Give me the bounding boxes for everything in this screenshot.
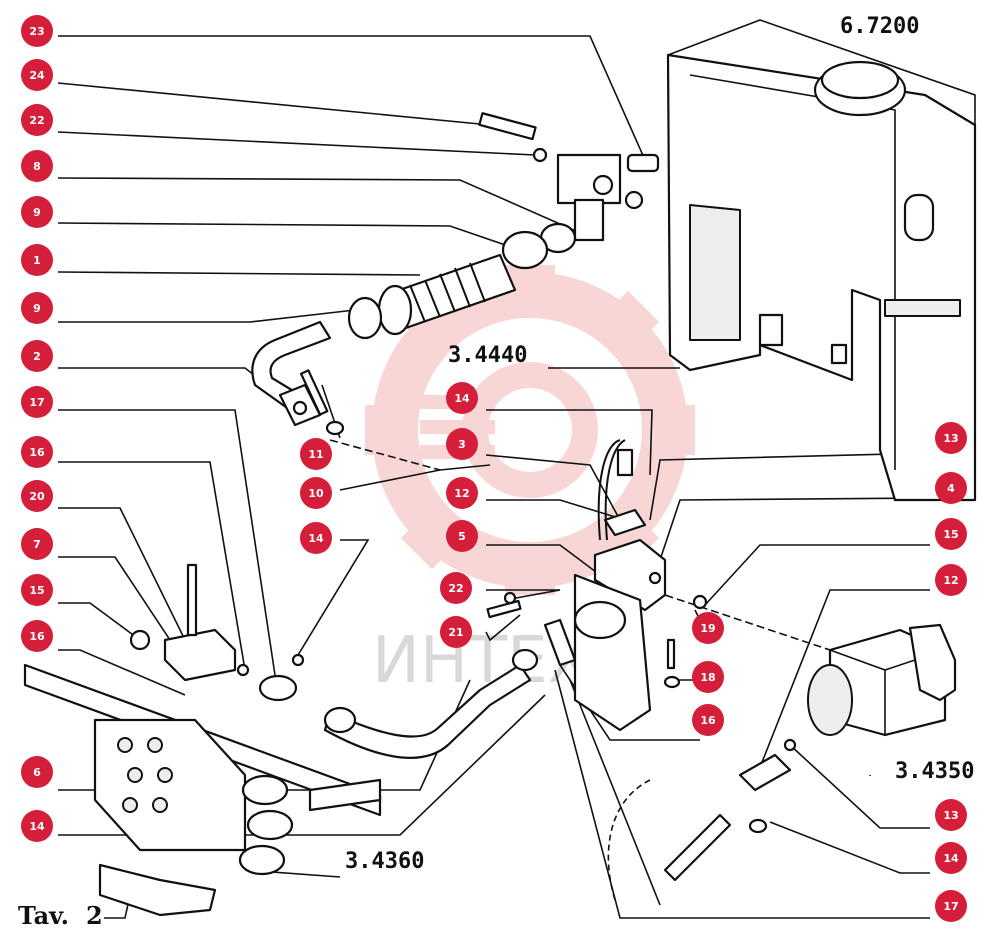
- callout-circle: [446, 428, 478, 460]
- callout-circle: [935, 422, 967, 454]
- table-caption: Tav. 2: [18, 901, 103, 930]
- callout-circle: [21, 196, 53, 228]
- callout-number: 19: [700, 622, 715, 635]
- callout-number: 6: [33, 766, 41, 779]
- hose-1: [347, 253, 517, 340]
- callout-circle: [21, 528, 53, 560]
- small-block-7: [129, 563, 305, 702]
- callout-number: 1: [33, 254, 41, 267]
- callout-circle: [692, 704, 724, 736]
- callout-number: 9: [33, 206, 41, 219]
- callout-circle: [21, 150, 53, 182]
- callout-circle: [21, 292, 53, 324]
- ref-6-7200: 6.7200: [840, 14, 919, 39]
- callout-circle: [21, 104, 53, 136]
- callout-number: 14: [454, 392, 470, 405]
- callout-number: 13: [943, 809, 958, 822]
- callout-circle: [300, 522, 332, 554]
- callout-number: 16: [29, 446, 45, 459]
- callout-circle: [21, 244, 53, 276]
- callout-number: 23: [29, 25, 44, 38]
- callout-number: 12: [943, 574, 958, 587]
- callout-number: 17: [943, 900, 958, 913]
- callout-number: 11: [308, 448, 323, 461]
- callout-circle: [300, 477, 332, 509]
- callout-number: 8: [33, 160, 41, 173]
- ref-3-4360: 3.4360: [345, 849, 424, 874]
- callout-circle: [692, 612, 724, 644]
- callout-number: 16: [700, 714, 716, 727]
- callout-circle: [21, 574, 53, 606]
- callout-number: 12: [454, 487, 469, 500]
- callout-number: 14: [29, 820, 45, 833]
- callout-circle: [21, 756, 53, 788]
- central-assembly: [486, 439, 708, 732]
- callout-circle: [935, 799, 967, 831]
- callout-circle: [935, 890, 967, 922]
- callout-circle: [440, 572, 472, 604]
- pump: [807, 623, 957, 737]
- callout-circle: [446, 477, 478, 509]
- ref-3-4350: 3.4350: [895, 759, 974, 784]
- caption-number: 2: [86, 901, 103, 930]
- callout-number: 3: [458, 438, 466, 451]
- top-fittings: [478, 112, 660, 270]
- callout-circle: [21, 480, 53, 512]
- callout-number: 14: [943, 852, 959, 865]
- caption-label: Tav.: [18, 901, 69, 930]
- callout-circle: [21, 620, 53, 652]
- callout-number: 24: [29, 69, 45, 82]
- callout-number: 20: [29, 490, 45, 503]
- callout-number: 17: [29, 396, 44, 409]
- callout-number: 7: [33, 538, 41, 551]
- callout-number: 5: [458, 530, 466, 543]
- callout-number: 10: [308, 487, 324, 500]
- valve-block: [93, 718, 294, 917]
- callout-circle: [935, 518, 967, 550]
- callout-circle: [300, 438, 332, 470]
- reference-codes: 6.7200 3.4440 3.4350 3.4360: [345, 14, 974, 874]
- callout-circle: [21, 810, 53, 842]
- callout-circle: [21, 386, 53, 418]
- callout-number: 13: [943, 432, 958, 445]
- ref-3-4440: 3.4440: [448, 343, 527, 368]
- callout-number: 14: [308, 532, 324, 545]
- callout-circle: [446, 520, 478, 552]
- callout-number: 9: [33, 302, 41, 315]
- callout-number: 22: [29, 114, 44, 127]
- callout-number: 18: [700, 671, 715, 684]
- callout-circle: [692, 661, 724, 693]
- callout-number: 21: [448, 626, 463, 639]
- callout-number: 16: [29, 630, 45, 643]
- callout-circle: [935, 842, 967, 874]
- callout-number: 15: [29, 584, 44, 597]
- callout-circle: [21, 59, 53, 91]
- callout-number: 4: [947, 482, 955, 495]
- pipe-2: [251, 320, 345, 436]
- callout-markers: 2324228919217162071516614111014143125222…: [21, 15, 967, 922]
- callout-circle: [440, 616, 472, 648]
- callout-number: 22: [448, 582, 463, 595]
- linkage-rod: [663, 738, 797, 882]
- callout-circle: [21, 436, 53, 468]
- callout-number: 15: [943, 528, 958, 541]
- callout-circle: [21, 340, 53, 372]
- callout-circle: [21, 15, 53, 47]
- hose-lower: [323, 648, 539, 759]
- callout-circle: [446, 382, 478, 414]
- callout-circle: [935, 472, 967, 504]
- fuel-tank: [666, 19, 977, 502]
- callout-number: 2: [33, 350, 41, 363]
- callout-circle: [935, 564, 967, 596]
